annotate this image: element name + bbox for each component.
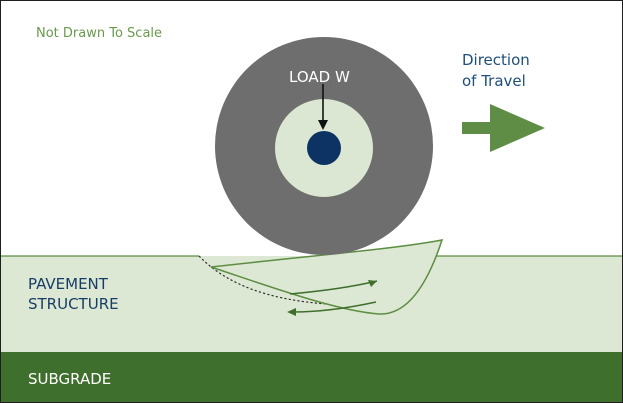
pavement-label-line1: PAVEMENT (28, 275, 109, 293)
direction-arrow-icon (462, 104, 545, 152)
pavement-label-line2: STRUCTURE (28, 295, 119, 313)
upper-flow-arrow-head (368, 280, 377, 287)
load-label: LOAD W (289, 68, 350, 86)
subgrade-label: SUBGRADE (28, 370, 111, 388)
direction-label-line2: of Travel (462, 72, 526, 90)
lower-flow-arrow-head (287, 308, 296, 316)
subgrade-layer (0, 352, 623, 403)
direction-label-line1: Direction (462, 51, 530, 69)
not-drawn-to-scale-note: Not Drawn To Scale (36, 26, 162, 41)
hub-circle (307, 131, 341, 165)
lower-flow-arrow (291, 301, 377, 313)
load-arrow-head (318, 120, 328, 130)
